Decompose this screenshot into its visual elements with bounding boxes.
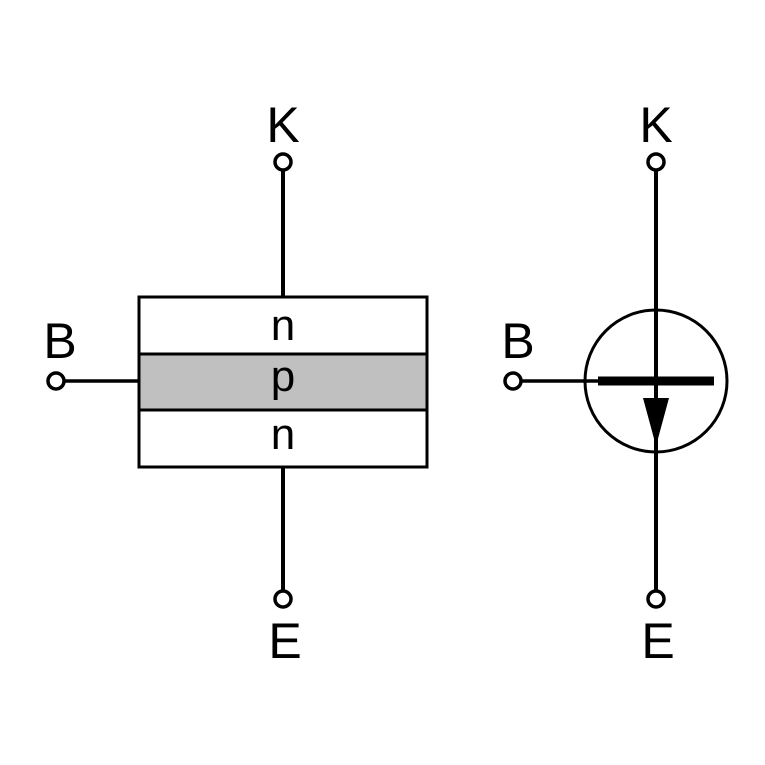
circuit-symbol: K B E bbox=[501, 97, 729, 669]
right-e-label: E bbox=[641, 613, 674, 669]
right-k-terminal bbox=[646, 152, 666, 172]
right-k-label: K bbox=[639, 97, 672, 153]
n-layer-bottom-label: n bbox=[271, 410, 295, 459]
p-layer-label: p bbox=[271, 352, 295, 401]
emitter-arrow-icon bbox=[643, 398, 669, 446]
n-layer-top-label: n bbox=[271, 301, 295, 350]
left-k-terminal bbox=[273, 152, 293, 172]
right-b-label: B bbox=[501, 313, 534, 369]
right-b-terminal bbox=[503, 371, 523, 391]
left-b-label: B bbox=[43, 313, 76, 369]
right-e-terminal bbox=[646, 589, 666, 609]
left-e-terminal bbox=[273, 589, 293, 609]
layer-structure: K n p n B E bbox=[43, 97, 429, 669]
left-e-label: E bbox=[268, 613, 301, 669]
left-b-terminal bbox=[46, 371, 66, 391]
left-k-label: K bbox=[266, 97, 299, 153]
